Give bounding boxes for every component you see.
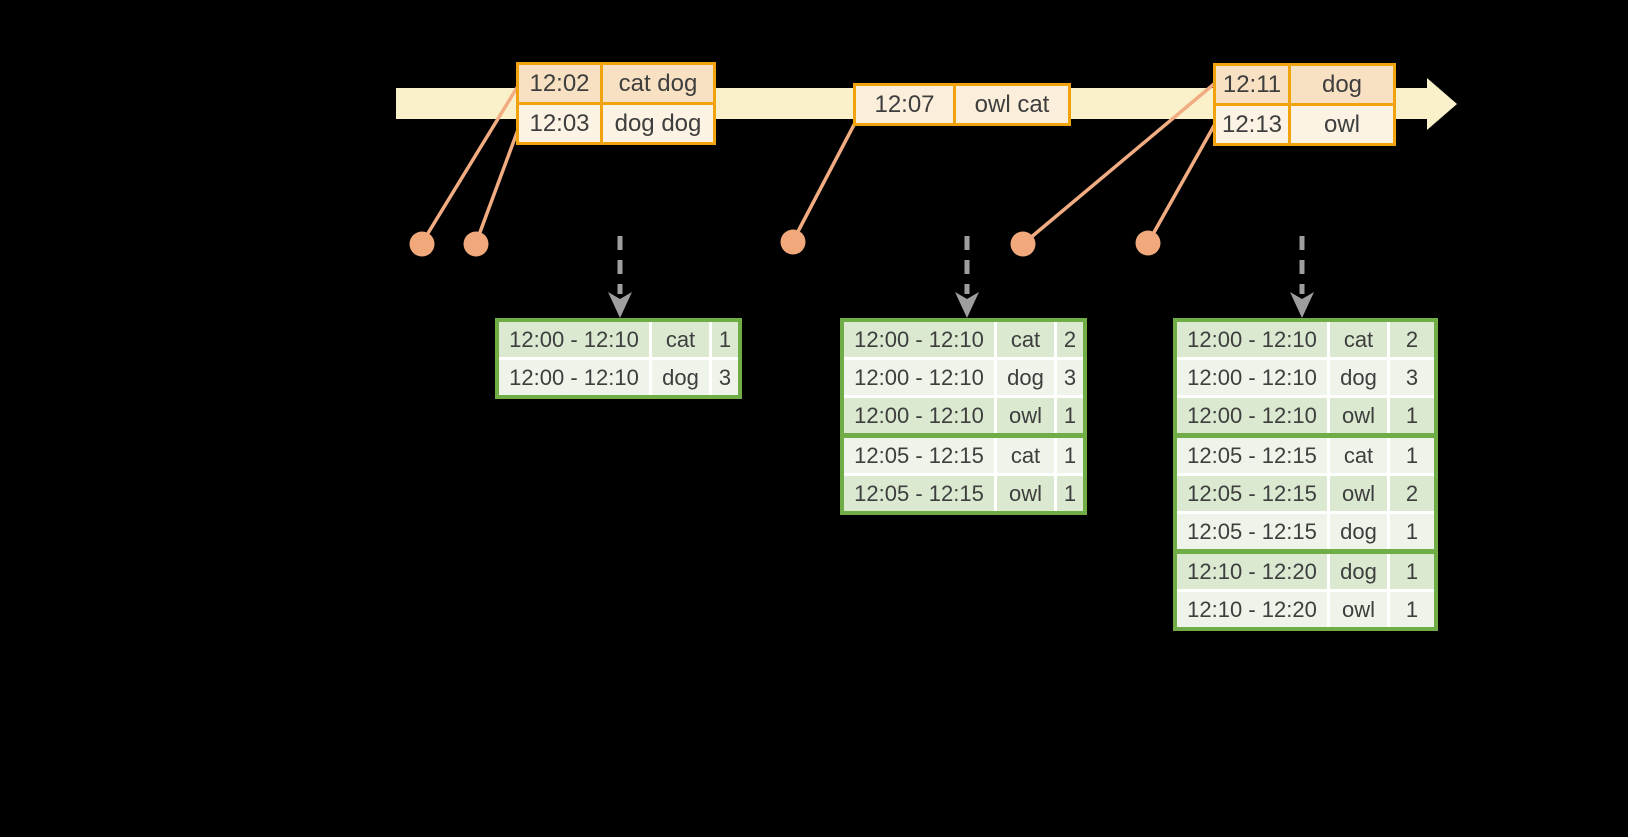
window-cell: 12:00 - 12:10: [844, 398, 994, 433]
result-table-3: 12:00 - 12:10 cat 2 12:00 - 12:10 dog 3 …: [1173, 318, 1438, 631]
count-cell: 1: [1390, 554, 1434, 589]
window-cell: 12:10 - 12:20: [1177, 592, 1327, 627]
window-cell: 12:05 - 12:15: [844, 476, 994, 511]
event-dot: [780, 229, 806, 255]
event-time-cell: 12:13: [1216, 106, 1288, 143]
count-cell: 2: [1390, 476, 1434, 511]
window-cell: 12:00 - 12:10: [499, 322, 649, 357]
event-time-cell: 12:07: [856, 86, 953, 123]
count-cell: 1: [1057, 398, 1083, 433]
word-cell: cat: [997, 438, 1054, 473]
event-time-cell: 12:03: [519, 105, 600, 142]
trigger-arrow-icon: [955, 236, 979, 318]
result-table-1: 12:00 - 12:10 cat 1 12:00 - 12:10 dog 3: [495, 318, 742, 399]
count-cell: 2: [1057, 322, 1083, 357]
window-group: 12:00 - 12:10 cat 2 12:00 - 12:10 dog 3 …: [844, 322, 1083, 433]
window-group: 12:05 - 12:15 cat 1 12:05 - 12:15 owl 2 …: [1177, 438, 1434, 549]
window-group: 12:05 - 12:15 cat 1 12:05 - 12:15 owl 1: [844, 438, 1083, 511]
count-cell: 1: [1390, 398, 1434, 433]
window-cell: 12:05 - 12:15: [1177, 514, 1327, 549]
window-cell: 12:05 - 12:15: [1177, 438, 1327, 473]
word-cell: dog: [1330, 360, 1387, 395]
window-cell: 12:00 - 12:10: [1177, 360, 1327, 395]
count-cell: 2: [1390, 322, 1434, 357]
connector-line: [791, 120, 858, 242]
count-cell: 1: [1390, 592, 1434, 627]
count-cell: 1: [1390, 438, 1434, 473]
count-cell: 1: [1057, 438, 1083, 473]
word-cell: dog: [652, 360, 709, 395]
window-group: 12:00 - 12:10 cat 2 12:00 - 12:10 dog 3 …: [1177, 322, 1434, 433]
word-cell: dog: [997, 360, 1054, 395]
count-cell: 3: [1057, 360, 1083, 395]
word-cell: cat: [652, 322, 709, 357]
event-words-cell: dog dog: [603, 105, 713, 142]
count-cell: 1: [712, 322, 738, 357]
result-table-2: 12:00 - 12:10 cat 2 12:00 - 12:10 dog 3 …: [840, 318, 1087, 515]
window-cell: 12:00 - 12:10: [844, 322, 994, 357]
event-dot: [1010, 231, 1036, 257]
event-table-2: 12:07 owl cat: [853, 83, 1071, 126]
event-words-cell: owl cat: [956, 86, 1068, 123]
window-cell: 12:00 - 12:10: [1177, 398, 1327, 433]
event-words-cell: dog: [1291, 66, 1393, 103]
count-cell: 3: [1390, 360, 1434, 395]
window-cell: 12:00 - 12:10: [499, 360, 649, 395]
event-table-3: 12:11 dog 12:13 owl: [1213, 63, 1396, 146]
word-cell: cat: [1330, 322, 1387, 357]
word-cell: cat: [997, 322, 1054, 357]
event-time-cell: 12:11: [1216, 66, 1288, 103]
timeline-arrowhead-icon: [1427, 78, 1457, 130]
count-cell: 3: [712, 360, 738, 395]
word-cell: owl: [997, 476, 1054, 511]
word-cell: owl: [997, 398, 1054, 433]
word-cell: dog: [1330, 554, 1387, 589]
event-dot: [463, 231, 489, 257]
event-words-cell: cat dog: [603, 65, 713, 102]
event-table-1: 12:02 cat dog 12:03 dog dog: [516, 62, 716, 145]
window-cell: 12:05 - 12:15: [844, 438, 994, 473]
event-dot: [409, 231, 435, 257]
word-cell: cat: [1330, 438, 1387, 473]
connector-line: [1146, 123, 1217, 244]
window-cell: 12:00 - 12:10: [844, 360, 994, 395]
connector-line: [474, 126, 521, 244]
event-time-cell: 12:02: [519, 65, 600, 102]
connector-line: [420, 85, 520, 244]
window-group: 12:00 - 12:10 cat 1 12:00 - 12:10 dog 3: [499, 322, 738, 395]
word-cell: owl: [1330, 398, 1387, 433]
count-cell: 1: [1390, 514, 1434, 549]
window-cell: 12:00 - 12:10: [1177, 322, 1327, 357]
connector-line: [1021, 82, 1216, 246]
word-cell: dog: [1330, 514, 1387, 549]
window-cell: 12:05 - 12:15: [1177, 476, 1327, 511]
trigger-arrow-icon: [1290, 236, 1314, 318]
window-group: 12:10 - 12:20 dog 1 12:10 - 12:20 owl 1: [1177, 554, 1434, 627]
trigger-arrow-icon: [608, 236, 632, 318]
word-cell: owl: [1330, 592, 1387, 627]
window-cell: 12:10 - 12:20: [1177, 554, 1327, 589]
event-words-cell: owl: [1291, 106, 1393, 143]
count-cell: 1: [1057, 476, 1083, 511]
word-cell: owl: [1330, 476, 1387, 511]
event-dot: [1135, 230, 1161, 256]
